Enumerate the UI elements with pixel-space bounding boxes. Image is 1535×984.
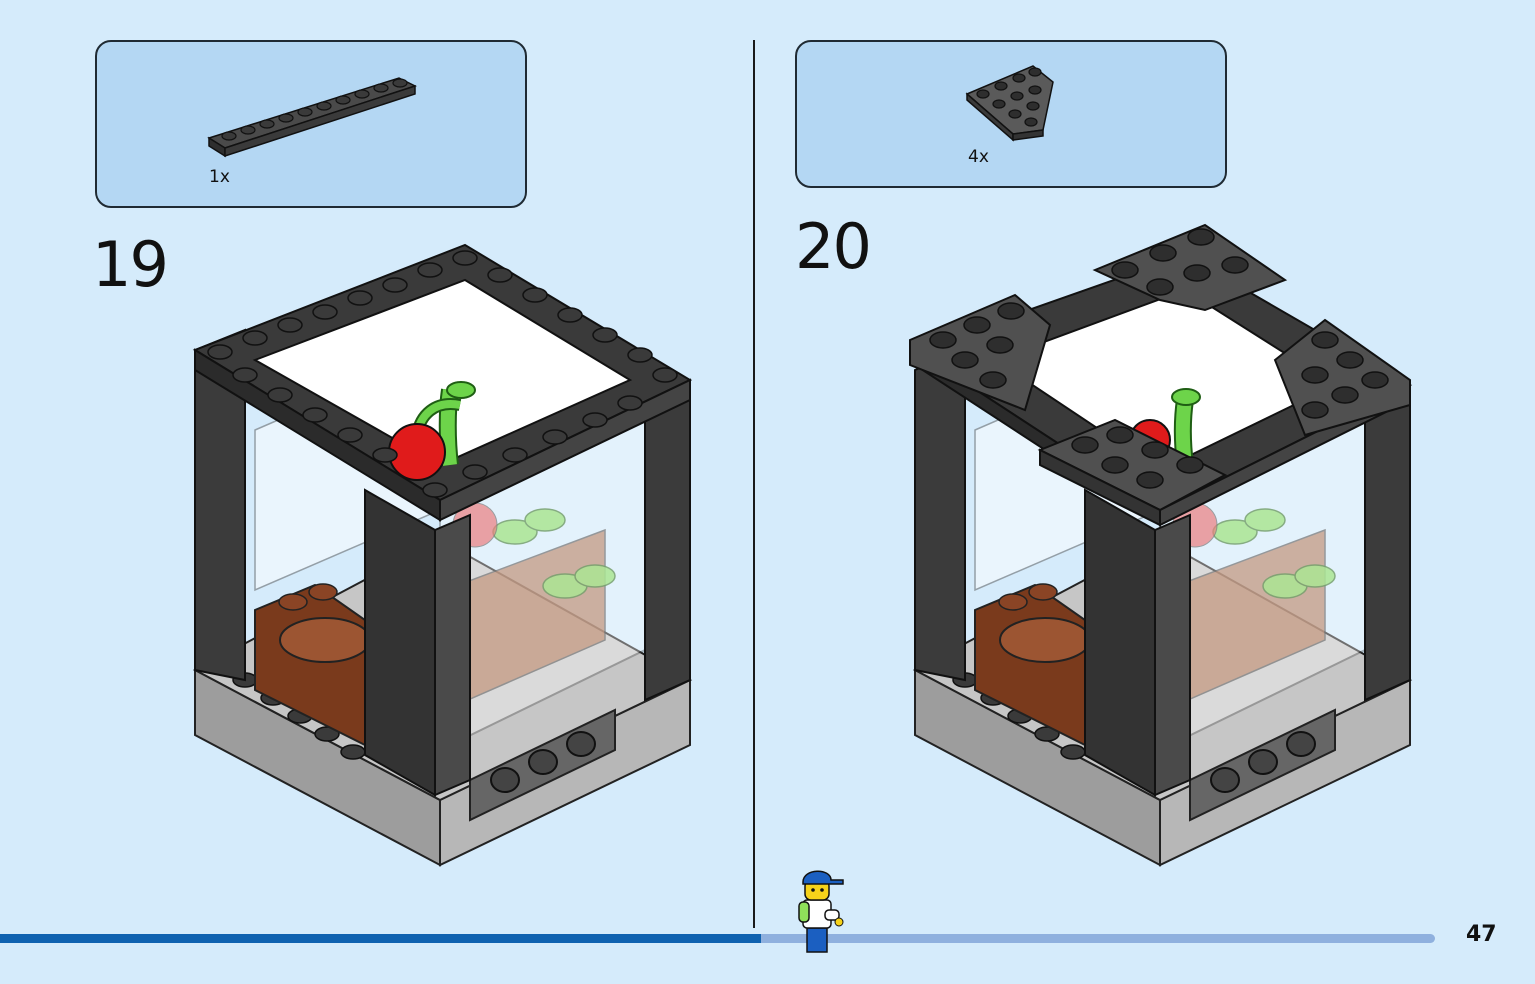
greenhouse-model-step-19 [192, 243, 693, 867]
part-quantity: 1x [209, 167, 230, 187]
step-number: 19 [92, 228, 169, 301]
part-quantity: 4x [968, 147, 989, 167]
greenhouse-model-step-20 [909, 223, 1413, 867]
page-number: 47 [1466, 922, 1497, 947]
plate-1x10-icon [207, 77, 417, 158]
step-number: 20 [795, 210, 872, 283]
step-divider [753, 40, 755, 928]
wedge-plate-icon [965, 65, 1054, 142]
minifigure-icon [798, 870, 844, 953]
progress-fill [0, 934, 761, 943]
